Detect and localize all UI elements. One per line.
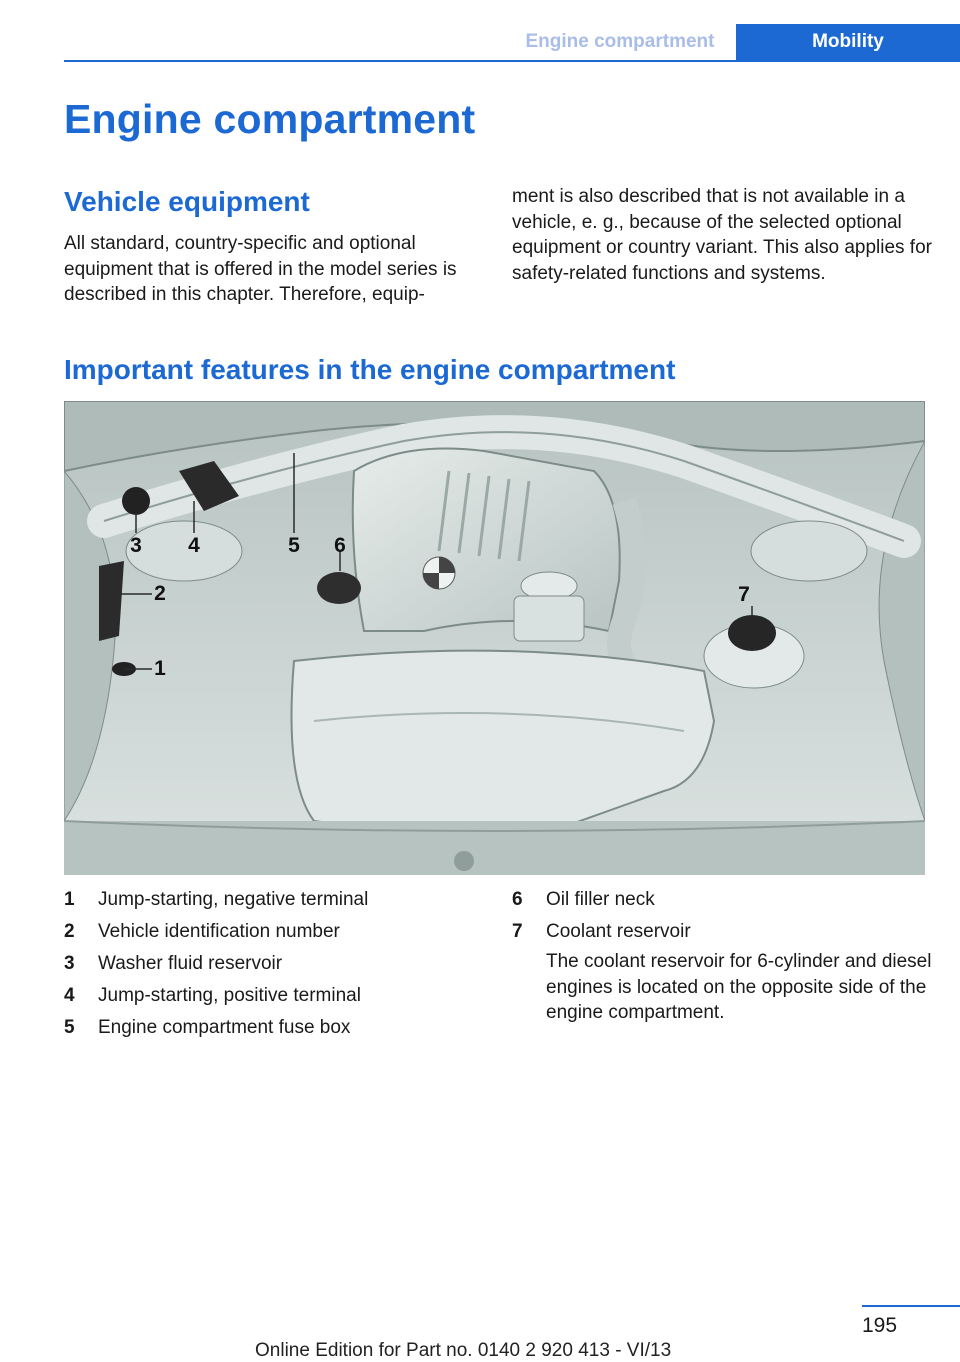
item-note: The coolant reservoir for 6-cylinder and… bbox=[546, 951, 932, 1023]
vehicle-equipment-text-col2: ment is also described that is not avail… bbox=[512, 186, 932, 284]
callout-7: 7 bbox=[738, 583, 750, 606]
callout-5: 5 bbox=[288, 534, 300, 557]
list-item: 2 Vehicle identification number bbox=[64, 916, 484, 948]
list-item: 7 Coolant reservoir bbox=[512, 916, 932, 948]
item-label: Oil filler neck bbox=[546, 889, 655, 910]
legend-list-right: 6 Oil filler neck 7 Coolant reservoir The … bbox=[512, 884, 932, 1026]
features-heading: Important features in the engine compart… bbox=[64, 354, 676, 385]
callout-6: 6 bbox=[334, 534, 346, 557]
list-item: 1 Jump-starting, negative terminal bbox=[64, 884, 484, 916]
page-number: 195 bbox=[862, 1314, 898, 1337]
item-number: 4 bbox=[64, 985, 75, 1006]
header-active-tab[interactable]: Mobility bbox=[736, 24, 960, 60]
item-number: 7 bbox=[512, 921, 523, 942]
item-number: 6 bbox=[512, 889, 523, 910]
callout-3: 3 bbox=[130, 534, 142, 557]
page-title: Engine compartment bbox=[64, 96, 476, 142]
footer-edition: Online Edition for Part no. 0140 2 920 4… bbox=[255, 1340, 672, 1361]
item-label: Jump-starting, positive terminal bbox=[98, 985, 361, 1006]
callout-4: 4 bbox=[188, 534, 200, 557]
item-number: 1 bbox=[64, 889, 75, 910]
engine-compartment-figure: 3 4 5 6 2 1 7 bbox=[64, 401, 925, 875]
vehicle-equipment-heading: Vehicle equipment bbox=[64, 186, 310, 217]
callout-lines bbox=[114, 453, 753, 670]
list-item: 4 Jump-starting, positive terminal bbox=[64, 980, 484, 1012]
item-label: Jump-starting, negative terminal bbox=[98, 889, 369, 910]
header-section-tab[interactable]: Engine compartment bbox=[525, 31, 715, 52]
callout-2: 2 bbox=[154, 582, 166, 605]
callout-1: 1 bbox=[154, 657, 166, 680]
list-item: 5 Engine compartment fuse box bbox=[64, 1012, 484, 1044]
list-item: 3 Washer fluid reservoir bbox=[64, 948, 484, 980]
item-number: 2 bbox=[64, 921, 75, 942]
item-label: Vehicle identification number bbox=[98, 921, 340, 942]
item-label: Coolant reservoir bbox=[546, 921, 691, 942]
item-label: Engine compartment fuse box bbox=[98, 1017, 351, 1038]
header-rule bbox=[64, 60, 960, 62]
list-item: 6 Oil filler neck bbox=[512, 884, 932, 916]
callout-labels: 3 4 5 6 2 1 7 bbox=[130, 534, 750, 680]
legend-list-left: 1 Jump-starting, negative terminal 2 Vehic… bbox=[64, 884, 484, 1044]
engine-illustration: 3 4 5 6 2 1 7 bbox=[64, 401, 925, 875]
footer-rule bbox=[862, 1305, 960, 1307]
item-number: 5 bbox=[64, 1017, 75, 1038]
vehicle-equipment-text-col1: All standard, country-specific and optio… bbox=[64, 233, 457, 305]
item-label: Washer fluid reservoir bbox=[98, 953, 283, 974]
item-number: 3 bbox=[64, 953, 75, 974]
